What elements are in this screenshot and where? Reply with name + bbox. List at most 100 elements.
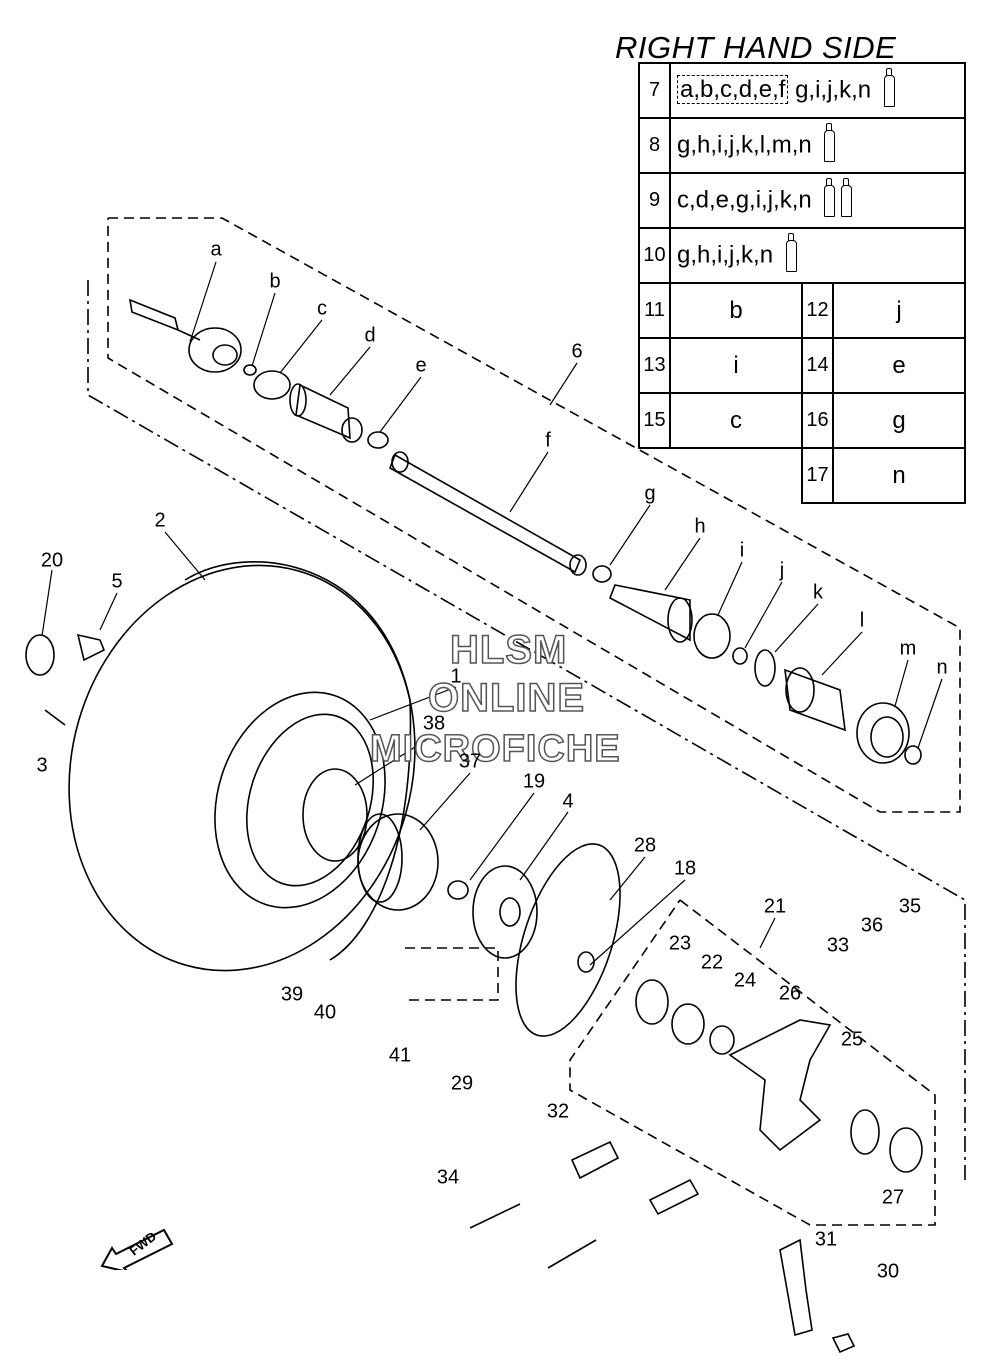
- single-number: 15: [638, 392, 671, 449]
- single-number: 17: [801, 447, 834, 504]
- callout-i: i: [739, 539, 745, 562]
- callout-36: 36: [860, 914, 884, 937]
- band-e: [367, 431, 389, 449]
- knuckle: [728, 1019, 832, 1152]
- single-part: b: [669, 282, 803, 339]
- single-part: e: [832, 337, 966, 394]
- grease-tube-icon: [785, 232, 797, 272]
- single-number: 12: [801, 282, 834, 339]
- hub-bolt-frame: [405, 947, 499, 1001]
- grease-tube-icon: [824, 177, 836, 217]
- callout-41: 41: [388, 1044, 412, 1067]
- kit-row: 9 c,d,e,g,i,j,k,n: [638, 172, 966, 229]
- single-part: n: [832, 447, 966, 504]
- callout-26: 26: [778, 982, 802, 1005]
- kit-parts: g,i,j,k,n: [795, 75, 872, 103]
- grease-tube-icon: [883, 67, 895, 107]
- callout-b: b: [269, 270, 281, 293]
- collar-32b: [648, 1178, 700, 1216]
- callout-38: 38: [422, 712, 446, 735]
- bracket-31: [779, 1238, 813, 1337]
- watermark-line: MICROFICHE: [369, 727, 621, 771]
- wheel-rim: [214, 691, 386, 909]
- bolt-34b: [547, 1239, 597, 1269]
- kit-parts: g,h,i,j,k,l,m,n: [677, 130, 812, 158]
- callout-6: 6: [571, 340, 583, 363]
- single-part: i: [669, 337, 803, 394]
- single-number: 14: [801, 337, 834, 394]
- wheel-cap: [25, 634, 55, 676]
- callout-18: 18: [673, 857, 697, 880]
- callout-1: 1: [450, 665, 462, 688]
- callout-e: e: [415, 354, 427, 377]
- callout-33: 33: [826, 934, 850, 957]
- kit-number: 7: [638, 62, 671, 119]
- callout-c: c: [317, 297, 327, 320]
- callout-40: 40: [313, 1001, 337, 1024]
- callout-2: 2: [154, 509, 166, 532]
- callout-j: j: [779, 559, 785, 582]
- kit-number: 10: [638, 227, 671, 284]
- callout-20: 20: [40, 549, 64, 572]
- wheel-nut: [76, 633, 106, 662]
- circlip-n: [904, 745, 922, 765]
- wheel-hub: [357, 813, 439, 911]
- kit-row: 7 a,b,c,d,e,f g,i,j,k,n: [638, 62, 966, 119]
- single-part: g: [832, 392, 966, 449]
- shaft-leader: [87, 280, 966, 1180]
- callout-31: 31: [814, 1228, 838, 1251]
- seal-23: [635, 979, 669, 1025]
- callout-22: 22: [700, 951, 724, 974]
- callout-f: f: [545, 429, 551, 452]
- circlip-k: [754, 649, 776, 687]
- collar-24: [709, 1025, 735, 1055]
- band-i: [693, 613, 731, 659]
- callout-5: 5: [111, 570, 123, 593]
- kit-boxed-parts: a,b,c,d,e,f: [677, 74, 789, 104]
- callout-25: 25: [840, 1028, 864, 1051]
- knuckle-frame: [569, 899, 936, 1226]
- single-part: c: [669, 392, 803, 449]
- grease-tube-icon: [824, 122, 836, 162]
- single-number: 13: [638, 337, 671, 394]
- fwd-arrow-icon: [100, 1228, 174, 1270]
- callout-28: 28: [633, 834, 657, 857]
- kit-number: 9: [638, 172, 671, 229]
- callout-35: 35: [898, 895, 922, 918]
- callout-39: 39: [280, 983, 304, 1006]
- collar-32a: [570, 1140, 620, 1180]
- callout-l: l: [859, 609, 865, 632]
- callout-n: n: [936, 656, 948, 679]
- callout-d: d: [364, 324, 376, 347]
- single-part: j: [832, 282, 966, 339]
- single-number: 11: [638, 282, 671, 339]
- bearing-22b: [850, 1109, 880, 1155]
- watermark-line: ONLINE: [427, 675, 586, 721]
- brake-hub: [472, 865, 538, 959]
- shaft-assembly-frame: [107, 217, 961, 813]
- shaft-f: [389, 451, 587, 576]
- callout-19: 19: [522, 770, 546, 793]
- callout-h: h: [694, 515, 706, 538]
- page-title: RIGHT HAND SIDE: [615, 30, 897, 65]
- valve: [44, 709, 66, 726]
- callout-29: 29: [450, 1072, 474, 1095]
- bearing-22: [671, 1003, 705, 1045]
- oil-seal-m: [856, 702, 910, 764]
- callout-m: m: [899, 637, 917, 660]
- nut-30: [831, 1333, 856, 1354]
- brake-disc: [515, 843, 621, 1037]
- kit-parts: g,h,i,j,k,n: [677, 240, 774, 268]
- single-row: 11 b 12 j: [638, 282, 966, 339]
- single-row: 17 n: [639, 447, 966, 504]
- callout-3: 3: [36, 754, 48, 777]
- kit-row: 10 g,h,i,j,k,n: [638, 227, 966, 284]
- callout-a: a: [210, 238, 222, 261]
- callout-24: 24: [733, 969, 757, 992]
- callout-k: k: [813, 581, 823, 604]
- seal-27: [889, 1127, 923, 1173]
- single-number: 16: [801, 392, 834, 449]
- outer-cv-joint: [128, 298, 242, 373]
- callout-27: 27: [881, 1186, 905, 1209]
